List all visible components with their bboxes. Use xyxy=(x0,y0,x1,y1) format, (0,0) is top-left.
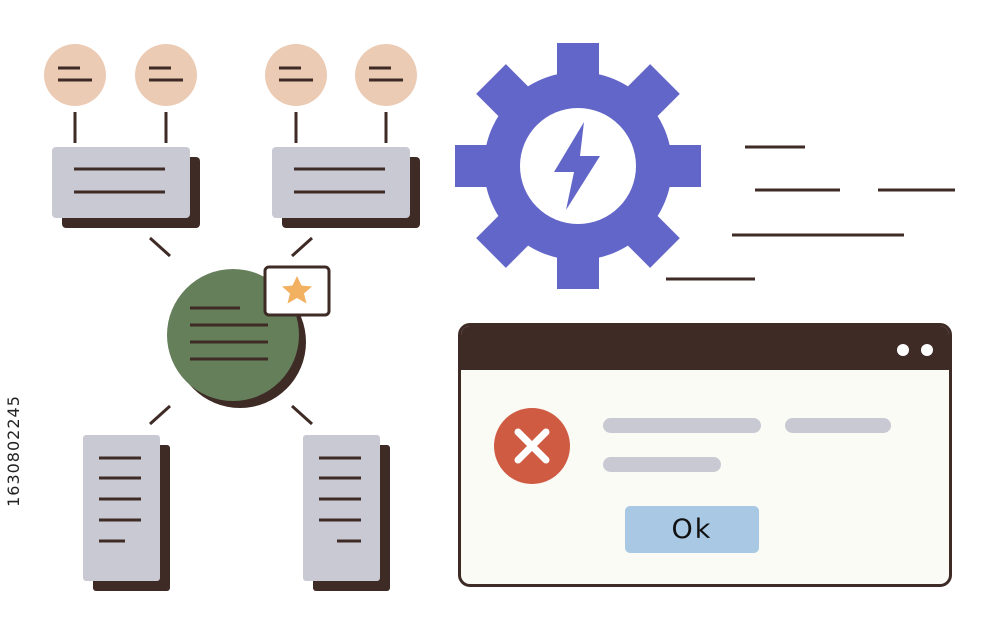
document-icon xyxy=(303,435,390,591)
lightning-icon xyxy=(554,122,600,210)
message-placeholder-line xyxy=(785,418,891,433)
user-avatar-icon xyxy=(265,44,327,143)
window-dot-icon xyxy=(921,344,933,356)
document-icon xyxy=(52,147,200,228)
ok-button[interactable]: Ok xyxy=(625,506,759,553)
dialog-titlebar xyxy=(461,326,949,370)
hub-node xyxy=(167,269,306,408)
connector-lines xyxy=(148,236,314,426)
user-avatar-icon xyxy=(44,44,106,143)
gear-icon xyxy=(455,43,701,289)
document-icon xyxy=(83,435,170,591)
star-badge-icon xyxy=(263,265,331,317)
user-avatar-icon xyxy=(355,44,417,143)
speed-lines xyxy=(666,145,955,281)
stock-id-watermark: 1630802245 xyxy=(4,395,23,507)
message-placeholder-line xyxy=(603,418,761,433)
window-dot-icon xyxy=(897,344,909,356)
error-x-icon xyxy=(494,408,570,484)
document-icon xyxy=(272,147,420,228)
user-avatar-icon xyxy=(135,44,197,143)
message-placeholder-line xyxy=(603,457,721,472)
error-dialog: Ok xyxy=(458,323,952,587)
